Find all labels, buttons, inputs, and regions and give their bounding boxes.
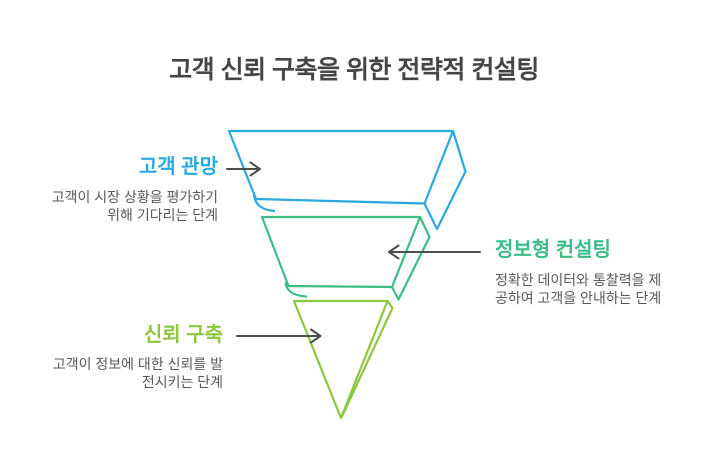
- stage3-label: 신뢰 구축: [143, 324, 223, 346]
- stage1-label: 고객 관망: [138, 156, 218, 178]
- arrow-stage1-right-icon: [226, 161, 261, 177]
- tier2-spout: [284, 282, 308, 298]
- arrow-stage2-left-icon: [388, 244, 481, 260]
- connector-arrows: [226, 161, 481, 344]
- funnel-tier-3: [292, 299, 394, 420]
- stage2-description: 정확한 데이터와 통찰력을 제 공하여 고객을 안내하는 단계: [495, 272, 662, 306]
- tier1-side-face: [423, 129, 467, 231]
- stage2-label: 정보형 컨설팅: [495, 239, 611, 261]
- arrow-stage3-right-icon: [236, 328, 322, 344]
- stage1-description: 고객이 시장 상황을 평가하기 위해 기다리는 단계: [51, 189, 218, 223]
- page-title: 고객 신뢰 구축을 위한 전략적 컨설팅: [169, 56, 539, 84]
- stage3-description: 고객이 정보에 대한 신뢰를 발 전시키는 단계: [52, 356, 223, 390]
- funnel-tier-2: [260, 215, 431, 301]
- tier1-front-face: [227, 129, 455, 205]
- tier3-front-face: [292, 299, 389, 420]
- tier1-spout: [252, 194, 276, 213]
- tier3-side-face: [340, 299, 394, 418]
- tier2-side-face: [390, 215, 431, 301]
- funnel-tier-1: [227, 129, 467, 231]
